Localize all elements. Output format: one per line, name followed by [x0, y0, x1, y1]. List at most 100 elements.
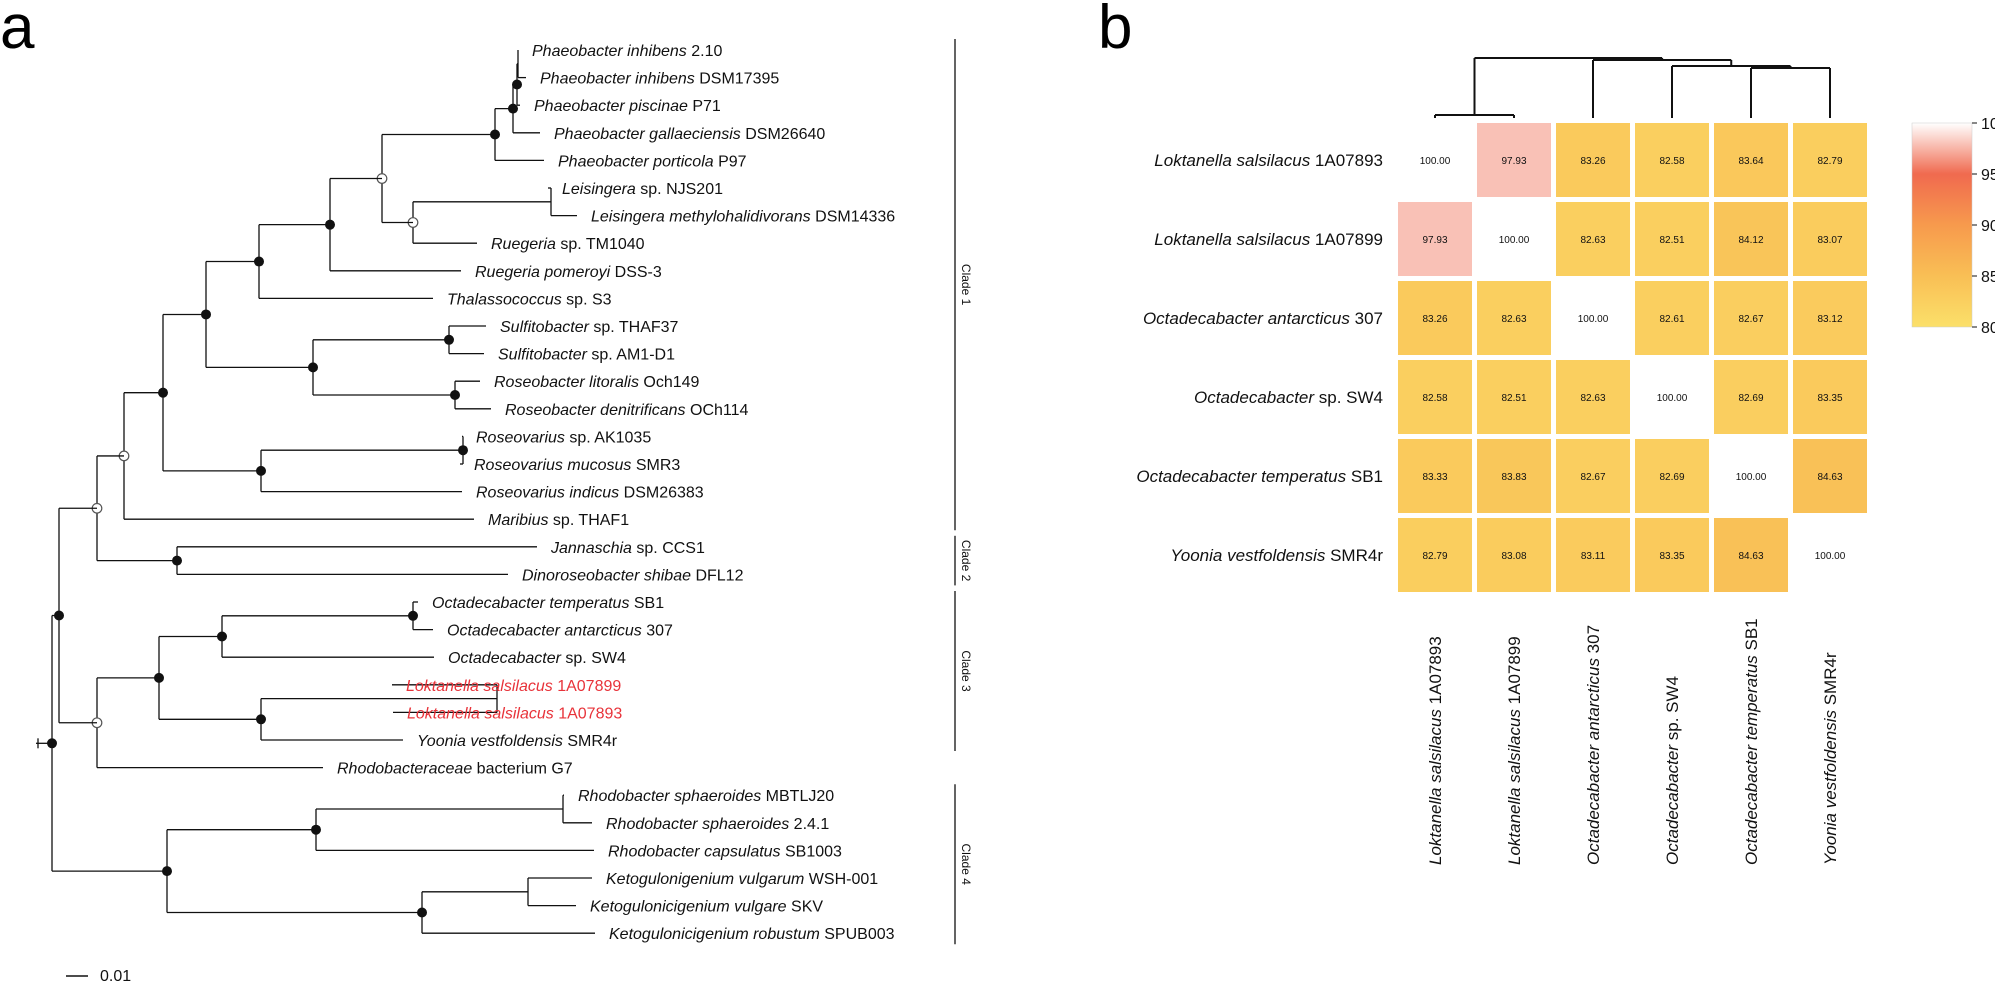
heatmap-cell [1398, 518, 1472, 592]
strain-name: SMR3 [631, 457, 680, 474]
cell-value: 97.93 [1501, 156, 1526, 167]
heatmap-cell [1556, 439, 1630, 513]
tip-label: Thalassococcus sp. S3 [447, 291, 612, 308]
strain-name: 1A07893 [1426, 636, 1445, 709]
cell-value: 82.79 [1422, 551, 1447, 562]
species-name: Octadecabacter temperatus [1136, 467, 1346, 486]
cell-value: 83.64 [1738, 156, 1763, 167]
clade-label: Clade 2 [959, 540, 973, 582]
cell-value: 82.67 [1738, 314, 1763, 325]
cell-value: 97.93 [1422, 235, 1447, 246]
tip-label: Ruegeria pomeroyi DSS-3 [475, 264, 662, 281]
tip-label: Phaeobacter inhibens DSM17395 [540, 71, 779, 88]
species-name: Octadecabacter antarcticus [1143, 309, 1350, 328]
strain-name: DSM26383 [619, 485, 704, 502]
species-name: Yoonia vestfoldensis [1821, 710, 1840, 865]
cell-value: 82.69 [1659, 472, 1684, 483]
heatmap-dendrogram [1434, 57, 1831, 118]
strain-name: sp. S3 [562, 291, 612, 308]
heatmap-cell [1477, 123, 1551, 197]
cell-value: 82.58 [1659, 156, 1684, 167]
heatmap-cell [1635, 281, 1709, 355]
species-name: Octadecabacter antarcticus [447, 623, 642, 640]
species-name: Leisingera methylohalidivorans [591, 209, 811, 226]
species-name: Maribius [488, 512, 548, 529]
strain-name: DSM14336 [811, 209, 896, 226]
strain-name: sp. TM1040 [556, 236, 645, 253]
strain-name: SPUB003 [820, 926, 895, 943]
color-legend-bar [1911, 122, 1973, 328]
heatmap-cell [1556, 123, 1630, 197]
species-name: Octadecabacter [1194, 388, 1315, 407]
cell-value: 100.00 [1815, 551, 1846, 562]
species-name: Yoonia vestfoldensis [417, 733, 563, 750]
cell-value: 83.11 [1581, 551, 1606, 562]
strain-name: SMR4r [1325, 546, 1383, 565]
tip-label: Phaeobacter gallaeciensis DSM26640 [554, 126, 825, 143]
species-name: Loktanella salsilacus [407, 705, 554, 722]
species-name: Ketogulonigenium vulgarum [606, 871, 804, 888]
heatmap-cell [1398, 360, 1472, 434]
cell-value: 83.83 [1501, 472, 1526, 483]
heatmap-cell [1398, 281, 1472, 355]
cell-value: 82.63 [1580, 235, 1605, 246]
heatmap-cell [1793, 439, 1867, 513]
heatmap-cell [1556, 202, 1630, 276]
species-name: Loktanella salsilacus [1154, 151, 1310, 170]
tip-label: Dinoroseobacter shibae DFL12 [522, 567, 744, 584]
strain-name: MBTLJ20 [761, 788, 834, 805]
species-name: Roseovarius [476, 429, 565, 446]
species-name: Roseovarius mucosus [474, 457, 631, 474]
tip-label: Phaeobacter porticola P97 [558, 153, 747, 170]
column-label: Loktanella salsilacus 1A07899 [1505, 636, 1524, 865]
tip-label: Rhodobacter sphaeroides 2.4.1 [606, 816, 829, 833]
strain-name: sp. SW4 [561, 650, 626, 667]
heatmap-cell [1793, 281, 1867, 355]
species-name: Rhodobacteraceae [337, 761, 472, 778]
strain-name: P71 [688, 98, 721, 115]
scale-bar-label: 0.01 [100, 968, 131, 981]
cell-value: 83.07 [1817, 235, 1842, 246]
species-name: Yoonia vestfoldensis [1170, 546, 1325, 565]
strain-name: 1A07899 [553, 678, 622, 695]
tip-label: Phaeobacter piscinae P71 [534, 98, 721, 115]
strain-name: sp. THAF37 [589, 319, 679, 336]
tip-label: Leisingera methylohalidivorans DSM14336 [591, 209, 895, 226]
clade-label: Clade 4 [959, 844, 973, 886]
tip-label: Octadecabacter sp. SW4 [448, 650, 626, 667]
strain-name: 2.4.1 [789, 816, 829, 833]
column-label: Octadecabacter sp. SW4 [1663, 676, 1682, 865]
cell-value: 82.67 [1580, 472, 1605, 483]
species-name: Rhodobacter sphaeroides [606, 816, 789, 833]
heatmap-cell [1398, 202, 1472, 276]
heatmap-cell [1714, 202, 1788, 276]
row-label: Loktanella salsilacus 1A07893 [1154, 151, 1383, 170]
legend-tick-label: 90 [1981, 218, 1995, 235]
tip-label: Roseobacter denitrificans OCh114 [505, 402, 749, 419]
tip-label: Rhodobacter sphaeroides MBTLJ20 [578, 788, 834, 805]
tip-label: Roseovarius mucosus SMR3 [474, 457, 680, 474]
heatmap-cell [1477, 281, 1551, 355]
strain-name: SB1 [1346, 467, 1383, 486]
strain-name: sp. SW4 [1663, 676, 1682, 745]
panel-a-label: a [0, 0, 35, 62]
tip-label: Roseobacter litoralis Och149 [494, 374, 700, 391]
tip-label: Roseovarius indicus DSM26383 [476, 485, 704, 502]
heatmap-cell [1793, 202, 1867, 276]
strain-name: sp. AK1035 [565, 429, 651, 446]
column-label: Octadecabacter antarcticus 307 [1584, 625, 1603, 865]
species-name: Phaeobacter inhibens [532, 43, 687, 60]
heatmap-cell [1635, 439, 1709, 513]
panel-b-label: b [1098, 0, 1132, 62]
cell-value: 82.58 [1422, 393, 1447, 404]
cell-value: 84.12 [1738, 235, 1763, 246]
strain-name: WSH-001 [804, 871, 878, 888]
strain-name: SB1 [1742, 618, 1761, 655]
strain-name: 1A07893 [1310, 151, 1383, 170]
cell-value: 83.35 [1817, 393, 1842, 404]
heatmap-cell [1398, 439, 1472, 513]
tip-label: Yoonia vestfoldensis SMR4r [417, 733, 618, 750]
cell-value: 82.79 [1817, 156, 1842, 167]
cell-value: 83.33 [1422, 472, 1447, 483]
strain-name: OCh114 [686, 402, 749, 419]
